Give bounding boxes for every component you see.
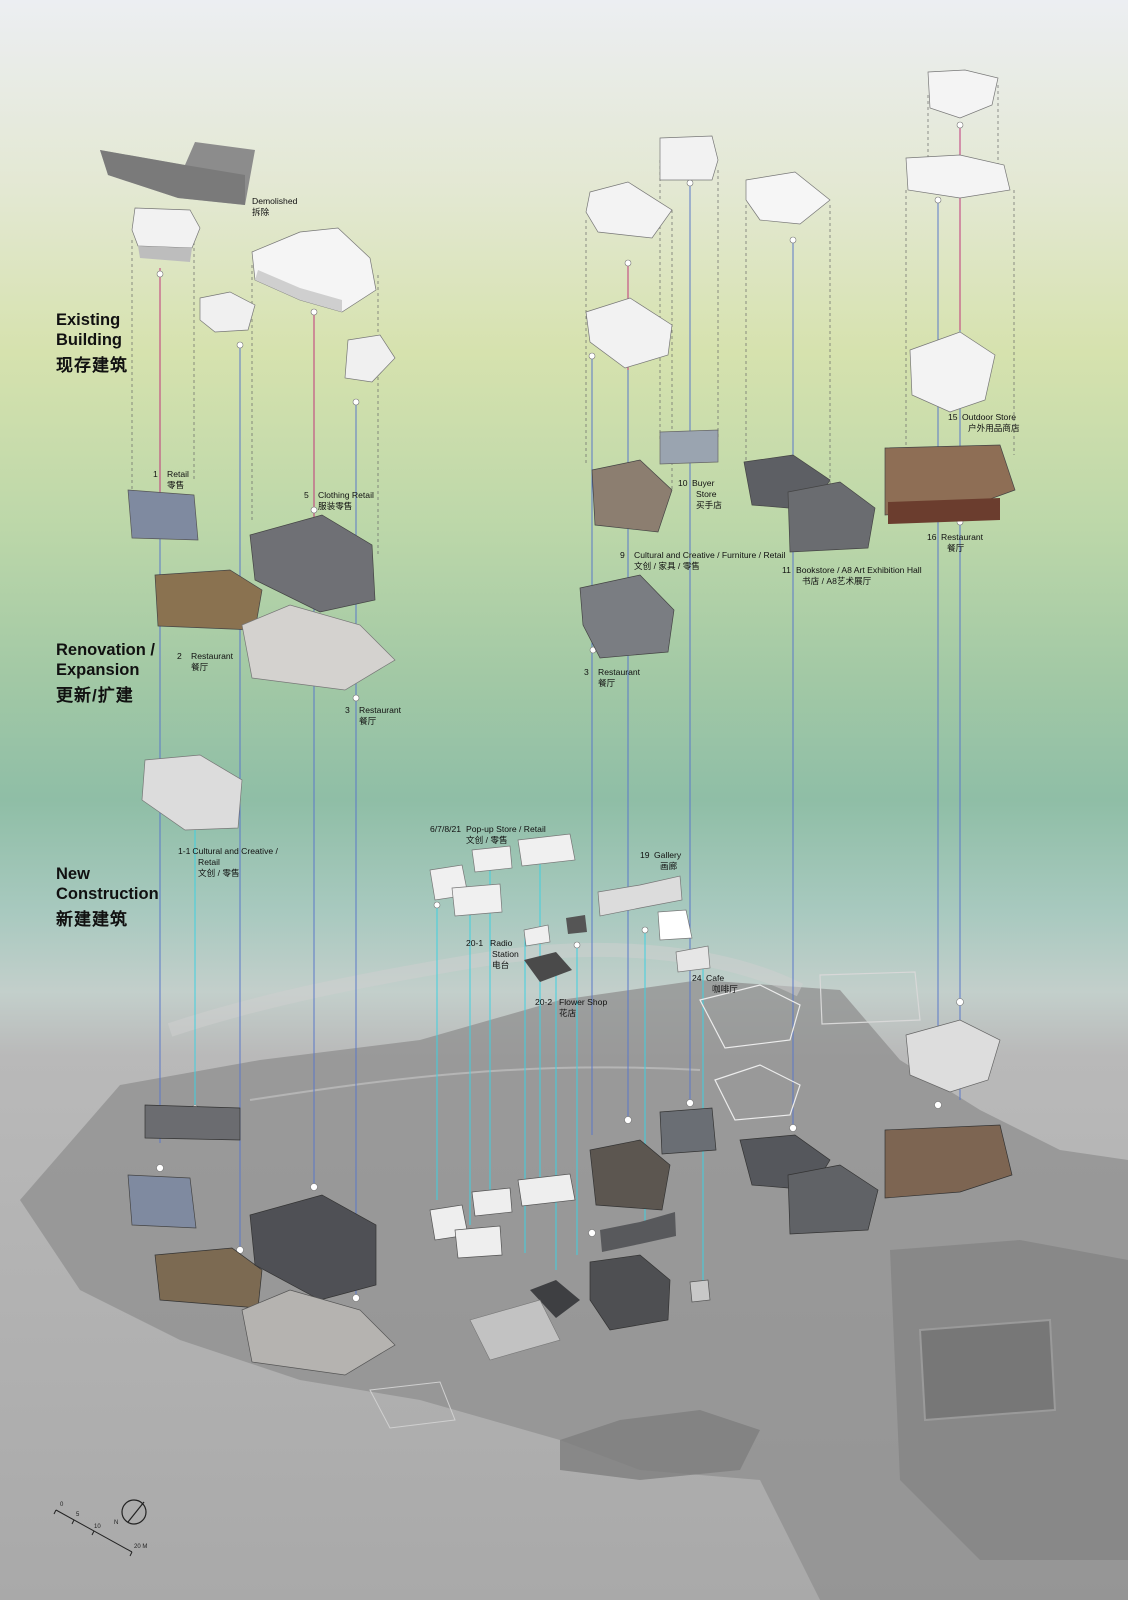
label-number: 2 (177, 651, 182, 661)
category-renovation-zh: 更新/扩建 (56, 686, 134, 705)
label-text: Bookstore / A8 Art Exhibition Hall (796, 565, 922, 575)
label-building-3-right: 3 Restaurant 餐厅 (584, 667, 640, 689)
category-new-line1: New (56, 865, 90, 883)
label-text: Demolished (252, 196, 298, 206)
label-zh: 文创 / 零售 (466, 835, 508, 845)
label-number: 19 (640, 850, 650, 860)
category-renovation: Renovation / Expansion 更新/扩建 (56, 640, 155, 706)
label-zh: 画廊 (660, 861, 678, 871)
category-renovation-line2: Expansion (56, 661, 140, 679)
new-buildings (141, 754, 711, 982)
label-text: Flower Shop (559, 997, 608, 1007)
label-number: 1 (153, 469, 158, 479)
label-building-1: 1 Retail 零售 (153, 469, 189, 491)
label-text: Restaurant (941, 532, 984, 542)
north-label: N (114, 1520, 118, 1526)
label-building-3-left: 3 Restaurant 餐厅 (345, 705, 401, 727)
label-text: Clothing Retail (318, 490, 374, 500)
label-text: Restaurant (191, 651, 234, 661)
label-zh: 电台 (492, 960, 510, 970)
label-building-2: 2 Restaurant 餐厅 (177, 651, 233, 673)
label-zh: 买手店 (696, 500, 722, 510)
label-zh: 书店 / A8艺术展厅 (802, 576, 872, 586)
label-text: Cultural and Creative / (192, 846, 278, 856)
label-demolished: Demolished 拆除 (252, 196, 297, 218)
label-number: 9 (620, 550, 625, 560)
label-building-10: 10 Buyer Store 买手店 (678, 478, 722, 511)
label-number: 3 (345, 705, 350, 715)
category-existing-line2: Building (56, 331, 122, 349)
scale-bar: 0 5 10 20 M N (53, 1499, 147, 1557)
label-text: Pop-up Store / Retail (466, 824, 546, 834)
label-building-19: 19 Gallery 画廊 (640, 850, 681, 872)
label-text: Restaurant (359, 705, 402, 715)
label-zh: 文创 / 零售 (198, 868, 240, 878)
category-existing: Existing Building 现存建筑 (56, 310, 128, 376)
label-zh: 餐厅 (359, 716, 377, 726)
label-zh: 花店 (559, 1008, 577, 1018)
scale-tick-10: 10 (94, 1524, 101, 1530)
label-building-24: 24 Cafe 咖啡厅 (692, 973, 738, 995)
label-text: Outdoor Store (962, 412, 1016, 422)
label-text: Buyer (692, 478, 715, 488)
connector-dots (156, 121, 964, 1302)
label-number: 24 (692, 973, 702, 983)
label-zh: 餐厅 (598, 678, 616, 688)
label-number: 11 (782, 565, 791, 575)
category-renovation-line1: Renovation / (56, 641, 156, 659)
label-text: Cultural and Creative / Furniture / Reta… (634, 550, 786, 560)
label-text: Retail (167, 469, 189, 479)
label-number: 5 (304, 490, 309, 500)
label-zh: 餐厅 (947, 543, 965, 553)
label-zh: 户外用品商店 (968, 423, 1020, 433)
label-text: Restaurant (598, 667, 641, 677)
scale-tick-0: 0 (60, 1502, 64, 1508)
category-new-zh: 新建建筑 (56, 910, 128, 929)
label-number: 16 (927, 532, 937, 542)
label-number: 20-1 (466, 938, 484, 948)
renovation-buildings (127, 444, 1016, 691)
label-number: 3 (584, 667, 589, 677)
label-building-20-2: 20-2 Flower Shop 花店 (535, 997, 607, 1019)
site-buildings (127, 971, 1057, 1429)
label-text: Radio (490, 938, 513, 948)
label-zh: 咖啡厅 (712, 984, 738, 994)
category-new: New Construction 新建建筑 (56, 864, 159, 930)
category-existing-line1: Existing (56, 311, 121, 329)
label-text: Cafe (706, 973, 725, 983)
label-text-line2: Station (492, 949, 519, 959)
dashed-guides (131, 85, 1015, 555)
label-building-15: 15 Outdoor Store 户外用品商店 (948, 412, 1020, 434)
label-text-line2: Store (696, 489, 717, 499)
label-number: 10 (678, 478, 688, 488)
label-building-16: 16 Restaurant 餐厅 (927, 532, 983, 554)
label-text-line2: Retail (198, 857, 220, 867)
label-number: 6/7/8/21 (430, 824, 462, 834)
label-zh: 文创 / 家具 / 零售 (634, 561, 700, 571)
label-building-5: 5 Clothing Retail 服装零售 (304, 490, 374, 512)
label-zh: 零售 (167, 480, 185, 490)
label-number: 20-2 (535, 997, 553, 1007)
scale-tick-5: 5 (76, 1512, 80, 1518)
north-arrow-icon (121, 1499, 147, 1525)
label-zh: 拆除 (252, 207, 270, 217)
label-zh: 餐厅 (191, 662, 209, 672)
label-building-20-1: 20-1 Radio Station 电台 (466, 938, 519, 971)
category-existing-zh: 现存建筑 (56, 356, 128, 375)
label-building-11: 11 Bookstore / A8 Art Exhibition Hall 书店 … (782, 565, 922, 587)
scale-tick-20: 20 M (134, 1544, 147, 1550)
category-new-line2: Construction (56, 885, 159, 903)
label-zh: 服装零售 (318, 501, 353, 511)
connector-lines (159, 125, 961, 1295)
label-building-9: 9 Cultural and Creative / Furniture / Ret… (620, 550, 785, 572)
label-number: 1-1 (178, 846, 191, 856)
label-popup-store: 6/7/8/21 Pop-up Store / Retail 文创 / 零售 (430, 824, 546, 846)
label-text: Gallery (654, 850, 682, 860)
existing-buildings (100, 69, 1011, 465)
label-number: 15 (948, 412, 958, 422)
